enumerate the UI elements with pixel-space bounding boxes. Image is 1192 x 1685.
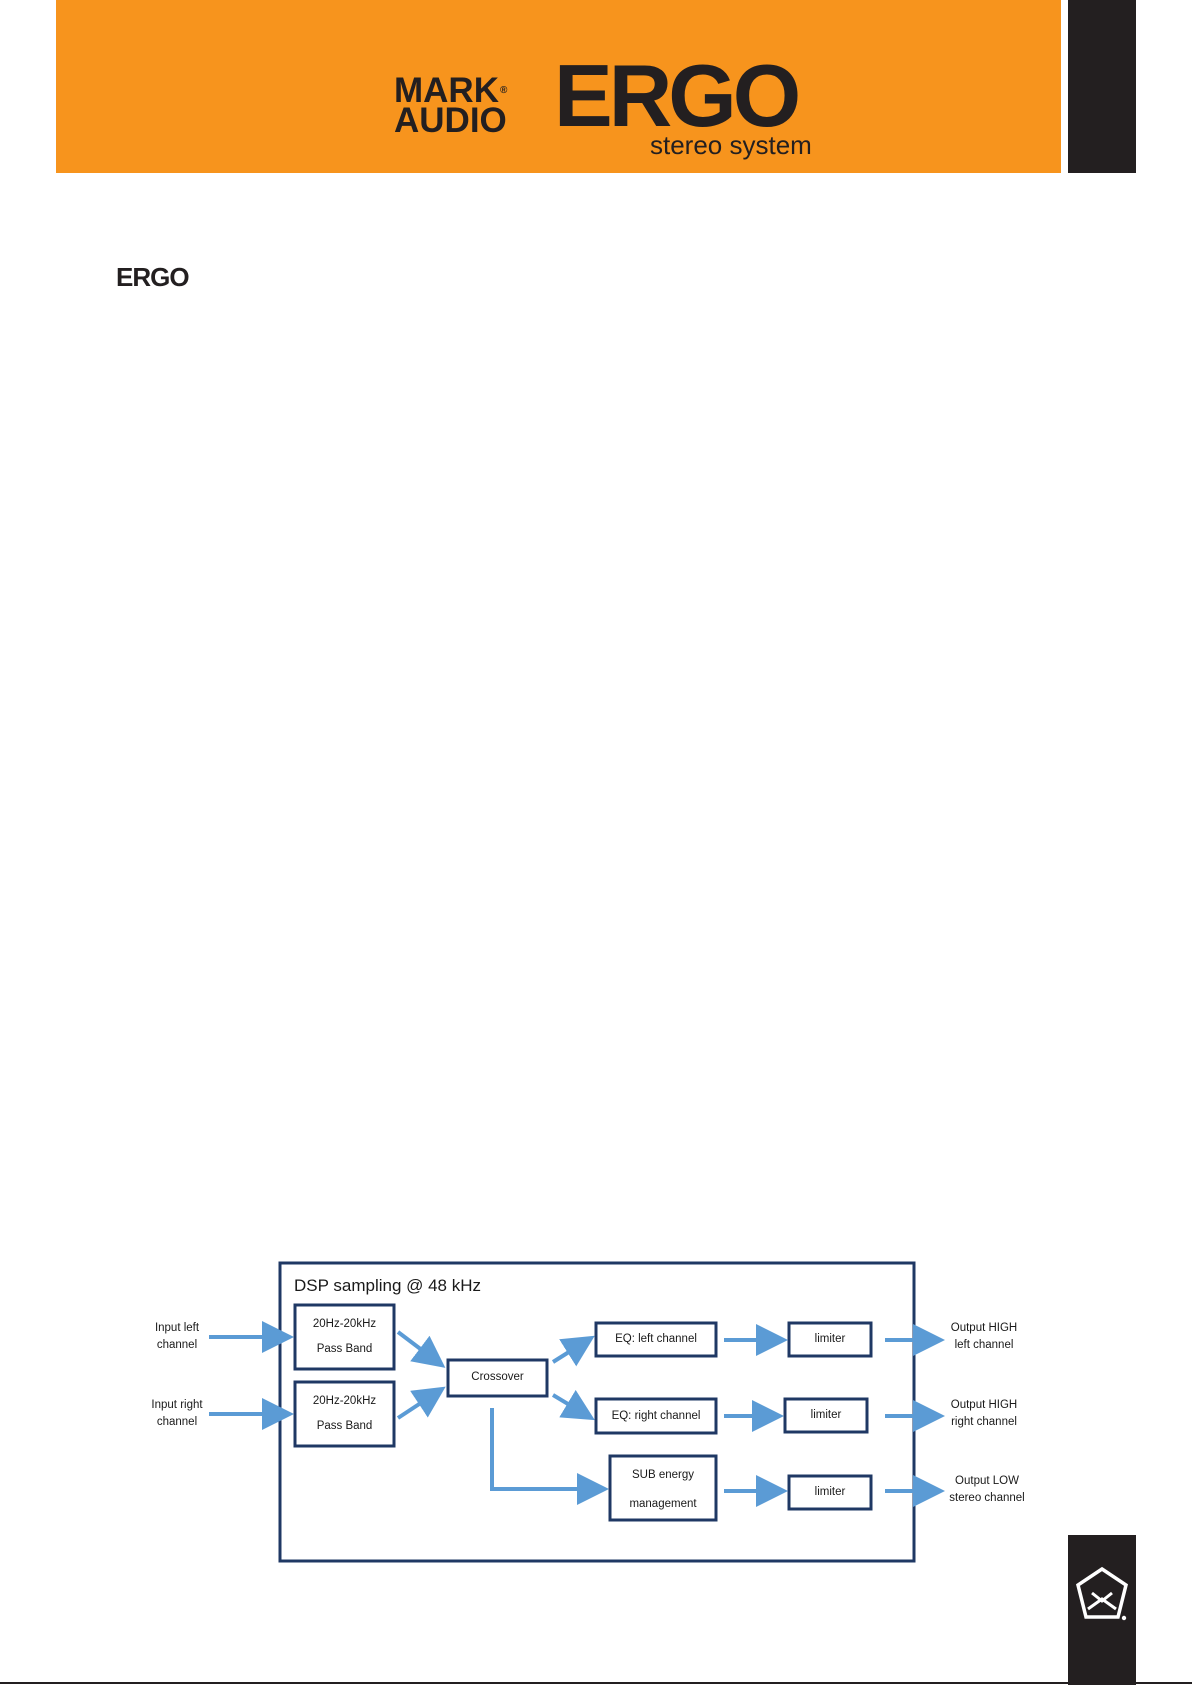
- input-left-label: Input left channel: [154, 1322, 200, 1351]
- passband-box-right: [293, 1380, 396, 1448]
- limiter-box-3: [787, 1474, 873, 1511]
- limiter-box-1: [787, 1321, 873, 1358]
- arrow-crossover-eq-right: [551, 1389, 595, 1421]
- limiter-label-1: limiter: [814, 1333, 846, 1345]
- passband-box-left: [293, 1303, 396, 1371]
- output-low-label: Output LOW stereo channel: [949, 1475, 1025, 1504]
- output-high-left-label: Output HIGH left channel: [950, 1322, 1018, 1351]
- tagline: stereo system: [650, 130, 812, 160]
- crossover-box: [446, 1358, 549, 1398]
- side-tab-bottom: [1068, 1535, 1136, 1685]
- sub-box: [608, 1454, 718, 1522]
- limiter-label-3: limiter: [814, 1486, 846, 1498]
- signal-arrows: [209, 1321, 945, 1507]
- passband-right-label: 20Hz-20kHz Pass Band: [312, 1395, 377, 1432]
- ergo-wordmark: ERGO: [554, 46, 801, 145]
- passband-left-label: 20Hz-20kHz Pass Band: [312, 1318, 377, 1355]
- eq-left-label: EQ: left channel: [615, 1333, 697, 1345]
- side-tab-top: [1068, 0, 1136, 173]
- sub-label: SUB energy management: [629, 1469, 697, 1510]
- arrow-pb-right-crossover: [396, 1386, 446, 1420]
- limiter-box-2: [783, 1397, 869, 1434]
- dsp-block-diagram: DSP sampling @ 48 kHz Input left channel…: [142, 1258, 1042, 1568]
- crossover-label: Crossover: [471, 1371, 524, 1383]
- eq-right-label: EQ: right channel: [611, 1410, 701, 1422]
- output-high-right-label: Output HIGH right channel: [950, 1399, 1018, 1428]
- pentagon-seal-icon: [1076, 1566, 1128, 1621]
- eq-right-box: [594, 1397, 718, 1435]
- diagram-canvas: [209, 1261, 945, 1563]
- diagram-title: DSP sampling @ 48 kHz: [294, 1276, 482, 1295]
- input-right-label: Input right channel: [151, 1399, 203, 1428]
- mark-audio-wordmark: MARK® AUDIO: [394, 71, 508, 140]
- eq-left-box: [594, 1321, 718, 1358]
- brand-logo: MARK® AUDIO ERGO stereo system: [394, 46, 814, 160]
- limiter-label-2: limiter: [810, 1409, 842, 1421]
- ergo-mini-logo: ERGO: [116, 262, 190, 292]
- arrow-crossover-eq-left: [551, 1335, 595, 1367]
- header-band: [56, 0, 1061, 173]
- arrow-pb-left-crossover: [396, 1330, 446, 1368]
- arrow-crossover-sub: [490, 1408, 609, 1505]
- bottom-rule: [0, 1682, 1192, 1684]
